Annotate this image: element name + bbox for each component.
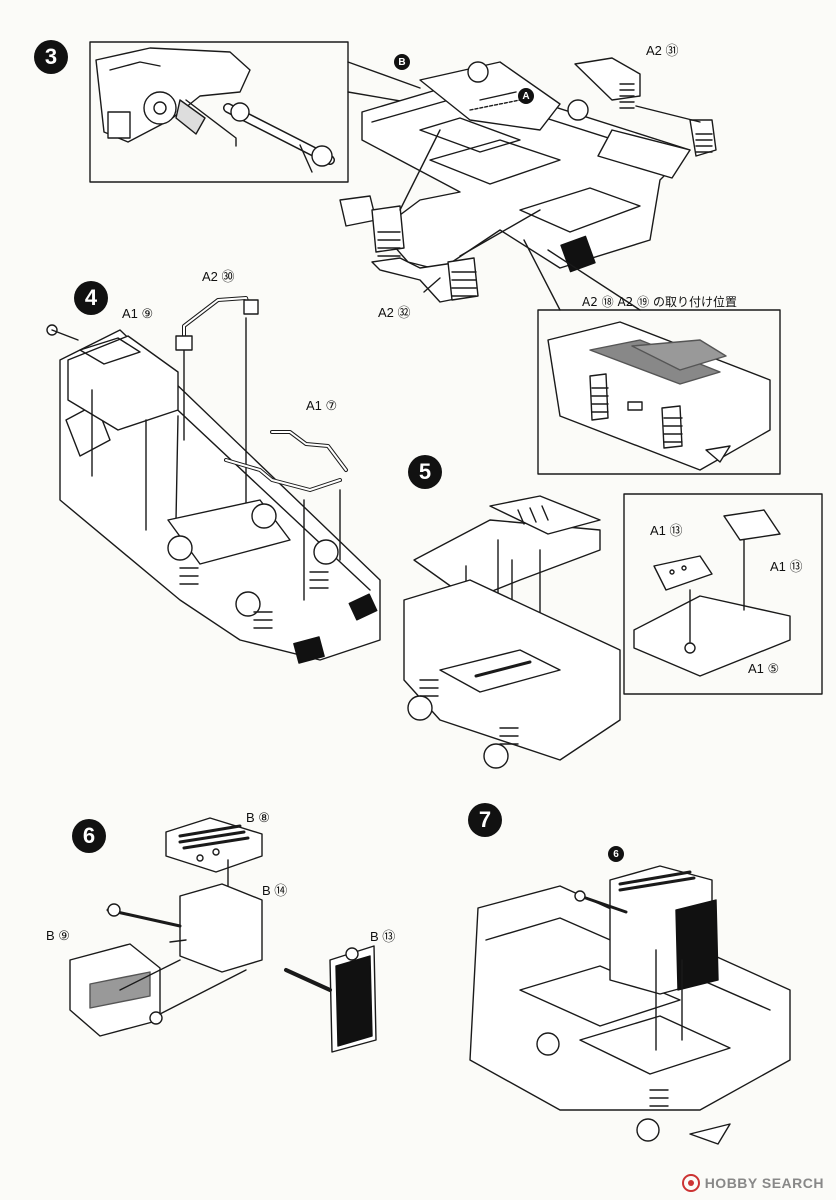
part-label-b13: B ⑬ — [370, 929, 396, 944]
step-number-6: 6 — [72, 819, 106, 853]
callout-a: A — [518, 88, 534, 104]
sub-assembly-ref-6: 6 — [608, 846, 624, 862]
part-label-b9: B ⑨ — [46, 928, 70, 943]
part-label-a1-13-left: A1 ⑬ — [650, 523, 683, 538]
callout-b: B — [394, 54, 410, 70]
step-number-4: 4 — [74, 281, 108, 315]
part-label-b14: B ⑭ — [262, 883, 288, 898]
step-number-5: 5 — [408, 455, 442, 489]
step5-diagram — [403, 493, 823, 769]
step7-diagram — [469, 865, 791, 1145]
part-label-a2-31: A2 ㉛ — [646, 43, 679, 58]
part-label-a2-30: A2 ㉚ — [202, 269, 235, 284]
part-label-a2-32: A2 ㉜ — [378, 305, 411, 320]
part-label-a1-5: A1 ⑤ — [748, 661, 780, 676]
step3-mount-inset — [537, 309, 781, 475]
step3-diagram — [89, 41, 781, 475]
part-label-b8: B ⑧ — [246, 810, 270, 825]
part-label-a1-13-right: A1 ⑬ — [770, 559, 803, 574]
step-number-7: 7 — [468, 803, 502, 837]
part-label-a1-7: A1 ⑦ — [306, 398, 338, 413]
watermark-text: HOBBY SEARCH — [704, 1175, 824, 1191]
hobbysearch-watermark: HOBBY SEARCH — [681, 1174, 824, 1192]
step3-detail-inset — [89, 41, 349, 183]
step5-detail-inset — [623, 493, 823, 695]
part-label-a1-9: A1 ⑨ — [122, 306, 154, 321]
step4-diagram — [46, 296, 381, 664]
hobbysearch-logo-icon — [681, 1174, 700, 1192]
step6-diagram — [69, 817, 377, 1053]
step-number-3: 3 — [34, 40, 68, 74]
mount-position-caption: A2 ⑱ A2 ⑲ の取り付け位置 — [582, 295, 737, 309]
